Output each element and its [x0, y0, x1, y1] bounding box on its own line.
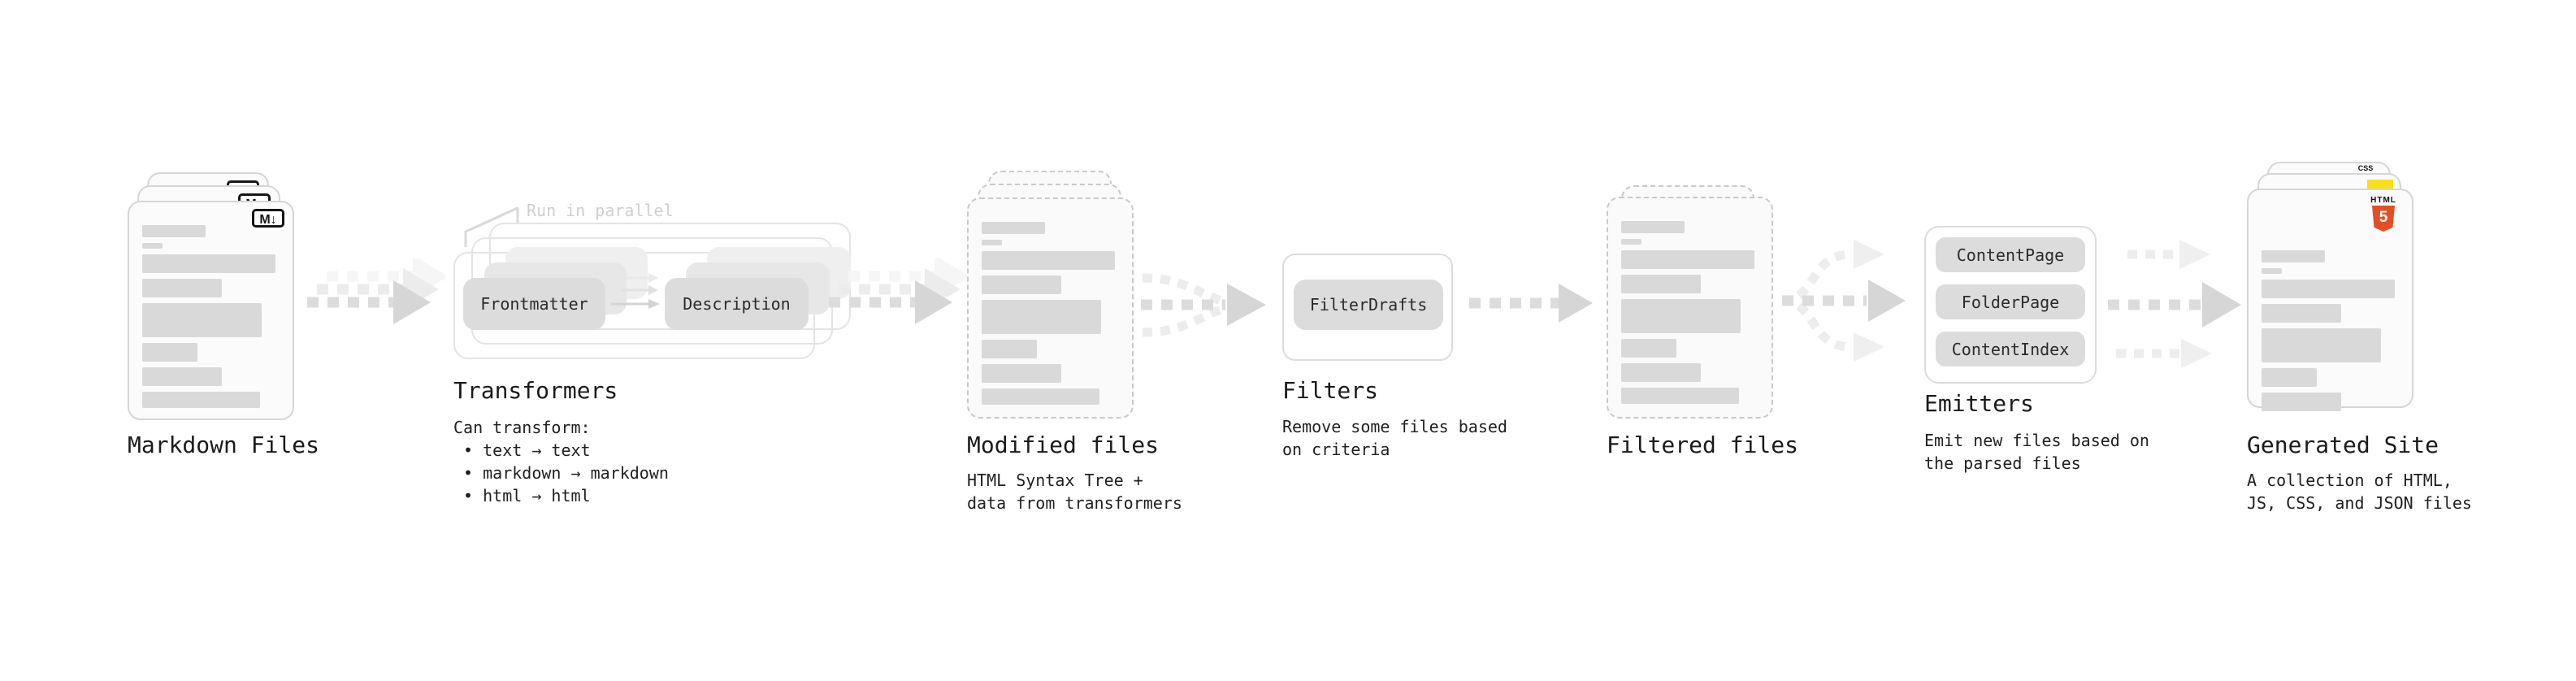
flow-arrow-markdown-to-transformers — [307, 258, 445, 324]
placeholder-bar — [2262, 280, 2395, 298]
placeholder-bar — [2262, 304, 2342, 323]
placeholder-bar — [142, 225, 206, 237]
description-chip: Description — [665, 278, 809, 330]
placeholder-bar — [142, 343, 197, 362]
placeholder-bar — [142, 254, 275, 273]
file-card-front: M↓ — [128, 201, 294, 420]
file-card-front — [967, 197, 1134, 419]
placeholder-bar — [2262, 393, 2342, 411]
placeholder-bar — [982, 251, 1115, 270]
modified-files-description: HTML Syntax Tree + data from transformer… — [967, 471, 1182, 513]
placeholder-bar — [142, 303, 262, 337]
placeholder-bar — [1621, 388, 1740, 404]
placeholder-bar — [982, 275, 1062, 294]
placeholder-bar — [2262, 268, 2283, 274]
frontmatter-chip: Frontmatter — [463, 278, 605, 330]
doc-placeholder-bars — [1621, 221, 1759, 410]
emitters-description: Emit new files based on the parsed files — [1924, 431, 2149, 473]
placeholder-bar — [982, 300, 1102, 334]
placeholder-bar — [2262, 250, 2325, 262]
flow-arrow-emitters-to-generated — [2108, 240, 2241, 368]
transformers-description: Can transform: • text → text • markdown … — [453, 418, 669, 505]
markdown-icon: M↓ — [252, 209, 284, 228]
doc-placeholder-bars — [982, 222, 1119, 410]
placeholder-bar — [982, 340, 1037, 358]
flow-arrow-transformers-to-modified — [829, 258, 967, 324]
markdown-files-caption: Markdown Files — [128, 432, 320, 458]
placeholder-bar — [1621, 221, 1685, 233]
placeholder-bar — [982, 240, 1003, 245]
run-in-parallel-annotation: Run in parallel — [527, 201, 674, 220]
placeholder-bar — [1621, 275, 1702, 293]
placeholder-bar — [142, 279, 223, 297]
filters-caption: Filters — [1282, 377, 1379, 404]
placeholder-bar — [142, 392, 261, 408]
file-card-front — [1607, 197, 1773, 419]
placeholder-bar — [1621, 299, 1741, 333]
file-card-front: HTML 5 — [2247, 189, 2413, 411]
flow-arrow-modified-to-filters — [1141, 273, 1266, 337]
generated-site-caption: Generated Site — [2247, 432, 2439, 458]
placeholder-bar — [982, 388, 1100, 405]
placeholder-bar — [1621, 250, 1754, 269]
placeholder-bar — [142, 367, 223, 386]
modified-files-caption: Modified files — [967, 432, 1160, 458]
emitters-caption: Emitters — [1924, 390, 2034, 417]
transformers-caption: Transformers — [453, 377, 618, 404]
placeholder-bar — [982, 364, 1062, 383]
contentindex-chip: ContentIndex — [1936, 332, 2085, 367]
filtered-files-caption: Filtered files — [1607, 432, 1799, 458]
placeholder-bar — [142, 243, 163, 249]
filterdrafts-chip: FilterDrafts — [1294, 280, 1443, 330]
contentpage-chip: ContentPage — [1936, 237, 2085, 272]
js-icon — [2367, 180, 2393, 191]
generated-site-description: A collection of HTML, JS, CSS, and JSON … — [2247, 471, 2472, 513]
folderpage-chip: FolderPage — [1936, 284, 2085, 319]
transform-step-arrows — [611, 273, 660, 309]
placeholder-bar — [1621, 363, 1702, 382]
placeholder-bar — [982, 222, 1045, 234]
filters-description: Remove some files based on criteria — [1282, 417, 1507, 459]
placeholder-bar — [1621, 239, 1642, 245]
doc-placeholder-bars — [2262, 250, 2399, 417]
placeholder-bar — [1621, 339, 1676, 358]
annotation-leader-line — [464, 206, 519, 247]
doc-placeholder-bars — [142, 225, 280, 414]
flow-arrow-filters-to-filtered — [1469, 284, 1593, 323]
placeholder-bar — [2262, 328, 2382, 362]
html5-icon: HTML 5 — [2366, 196, 2401, 232]
flow-arrow-filtered-to-emitters — [1781, 240, 1906, 362]
placeholder-bar — [2262, 368, 2317, 387]
